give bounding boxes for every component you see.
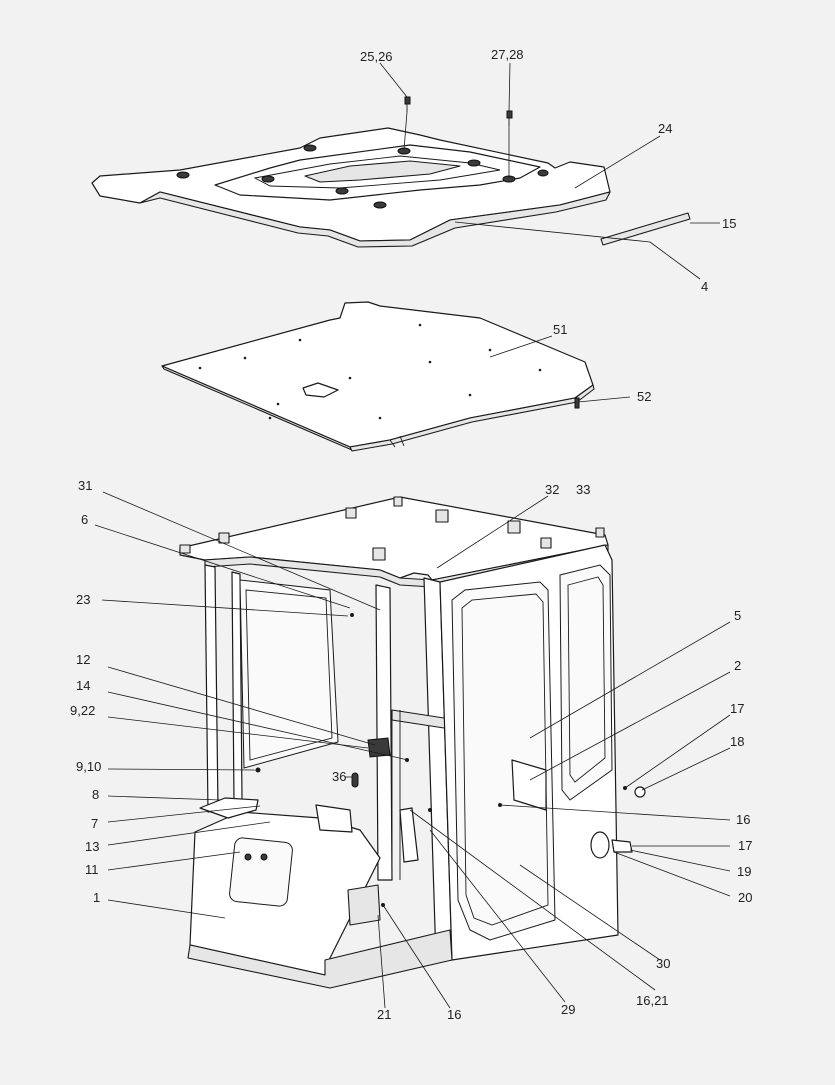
callout-8: 8 (92, 787, 99, 802)
leader-lines (94, 62, 731, 1009)
callout-25-26: 25,26 (360, 49, 393, 64)
callout-36: 36 (332, 769, 346, 784)
callout-17-top: 17 (730, 701, 744, 716)
callout-30: 30 (656, 956, 670, 971)
callout-51: 51 (553, 322, 567, 337)
callout-32: 32 (545, 482, 559, 497)
callout-labels: 25,26 27,28 24 15 4 51 52 31 32 33 6 23 … (70, 47, 752, 1022)
callout-6: 6 (81, 512, 88, 527)
roof-bolt-left (404, 96, 411, 112)
callout-16-bottom: 16 (447, 1007, 461, 1022)
callout-1: 1 (93, 890, 100, 905)
callout-2: 2 (734, 658, 741, 673)
callout-21: 21 (377, 1007, 391, 1022)
callout-20: 20 (738, 890, 752, 905)
callout-4: 4 (701, 279, 708, 294)
callout-24: 24 (658, 121, 672, 136)
roof-mount-holes (176, 144, 549, 209)
roof-bolt-right (506, 110, 513, 126)
callout-15: 15 (722, 216, 736, 231)
callout-17-bottom: 17 (738, 838, 752, 853)
callout-52: 52 (637, 389, 651, 404)
callout-16-right: 16 (736, 812, 750, 827)
callout-18: 18 (730, 734, 744, 749)
callout-5: 5 (734, 608, 741, 623)
trim-strip (600, 212, 691, 246)
callout-33: 33 (576, 482, 590, 497)
cab-frame (179, 496, 646, 989)
callout-31: 31 (78, 478, 92, 493)
callout-9-10: 9,10 (76, 759, 101, 774)
callout-19: 19 (737, 864, 751, 879)
callout-13: 13 (85, 839, 99, 854)
callout-12: 12 (76, 652, 90, 667)
callout-23: 23 (76, 592, 90, 607)
callout-16-21: 16,21 (636, 993, 669, 1008)
roof-panel (91, 127, 611, 248)
callout-29: 29 (561, 1002, 575, 1017)
callout-7: 7 (91, 816, 98, 831)
callout-9-22: 9,22 (70, 703, 95, 718)
callout-11: 11 (85, 862, 99, 877)
headliner-holes (198, 323, 542, 420)
callout-27-28: 27,28 (491, 47, 524, 62)
callout-14: 14 (76, 678, 90, 693)
headliner-panel (161, 301, 595, 452)
